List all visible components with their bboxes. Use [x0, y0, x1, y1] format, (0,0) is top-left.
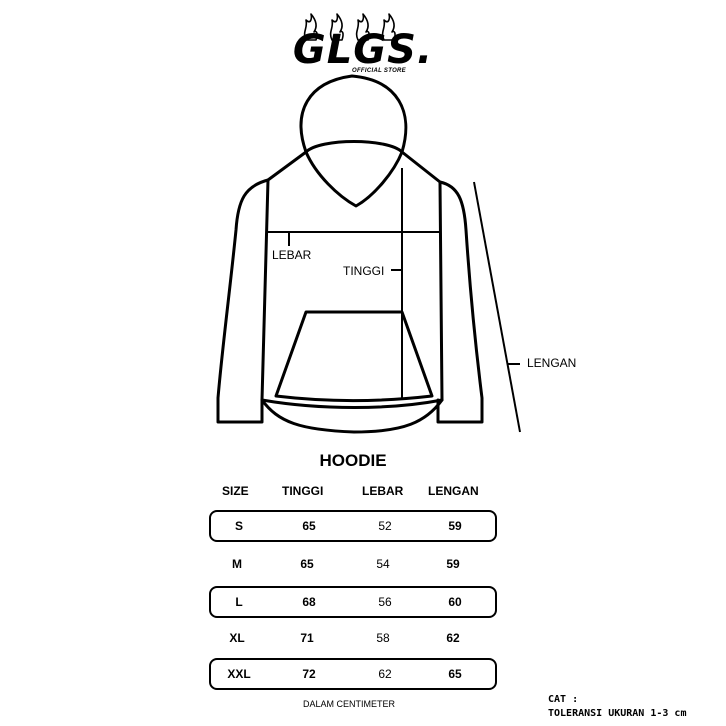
lengan-cell: 59	[448, 519, 462, 533]
header-size: SIZE	[222, 484, 249, 498]
tinggi-cell: 71	[300, 631, 314, 645]
lengan-label: LENGAN	[527, 356, 577, 370]
hoodie-pocket	[274, 310, 434, 402]
lengan-cell: 59	[446, 557, 460, 571]
hoodie-waistband	[260, 398, 444, 434]
lengan-measure-line	[473, 181, 521, 433]
lengan-cell: 65	[448, 667, 462, 681]
hoodie-diagram	[216, 74, 521, 434]
flame-icon	[303, 13, 396, 41]
size-cell: L	[235, 595, 243, 609]
lebar-cell: 62	[378, 667, 392, 681]
hoodie-right-sleeve	[436, 180, 484, 424]
size-cell: XL	[229, 631, 245, 645]
lebar-cell: 58	[376, 631, 390, 645]
hoodie-body	[260, 150, 444, 409]
hoodie-left-sleeve	[216, 178, 270, 424]
size-cell: S	[234, 519, 243, 533]
size-cell: M	[232, 557, 242, 571]
table-row: XXL 72 62 65	[209, 658, 497, 690]
lebar-cell: 54	[376, 557, 390, 571]
brand-logo: GLGS.	[292, 27, 434, 73]
brand-tagline: OFFICIAL STORE	[352, 68, 406, 74]
lengan-cell: 62	[446, 631, 460, 645]
hoodie-hood	[299, 74, 408, 154]
unit-footnote: DALAM CENTIMETER	[303, 699, 396, 709]
lebar-cell: 52	[378, 519, 392, 533]
tinggi-cell: 65	[300, 557, 314, 571]
tinggi-cell: 68	[302, 595, 316, 609]
header-tinggi: TINGGI	[282, 484, 324, 498]
table-row: M 65 54 59	[209, 548, 497, 580]
header-lebar: LEBAR	[362, 484, 404, 498]
tinggi-cell: 72	[302, 667, 316, 681]
tinggi-cell: 65	[302, 519, 316, 533]
table-row: L 68 56 60	[209, 586, 497, 618]
tinggi-label: TINGGI	[343, 264, 385, 278]
table-row: S 65 52 59	[209, 510, 497, 542]
note-text: TOLERANSI UKURAN 1-3 cm	[548, 708, 687, 719]
lebar-label: LEBAR	[272, 248, 312, 262]
note-label: CAT :	[548, 694, 579, 705]
size-cell: XXL	[227, 667, 251, 681]
table-row: XL 71 58 62	[209, 622, 497, 654]
lebar-cell: 56	[378, 595, 392, 609]
product-title: HOODIE	[319, 451, 387, 470]
lengan-cell: 60	[448, 595, 462, 609]
header-lengan: LENGAN	[428, 484, 479, 498]
